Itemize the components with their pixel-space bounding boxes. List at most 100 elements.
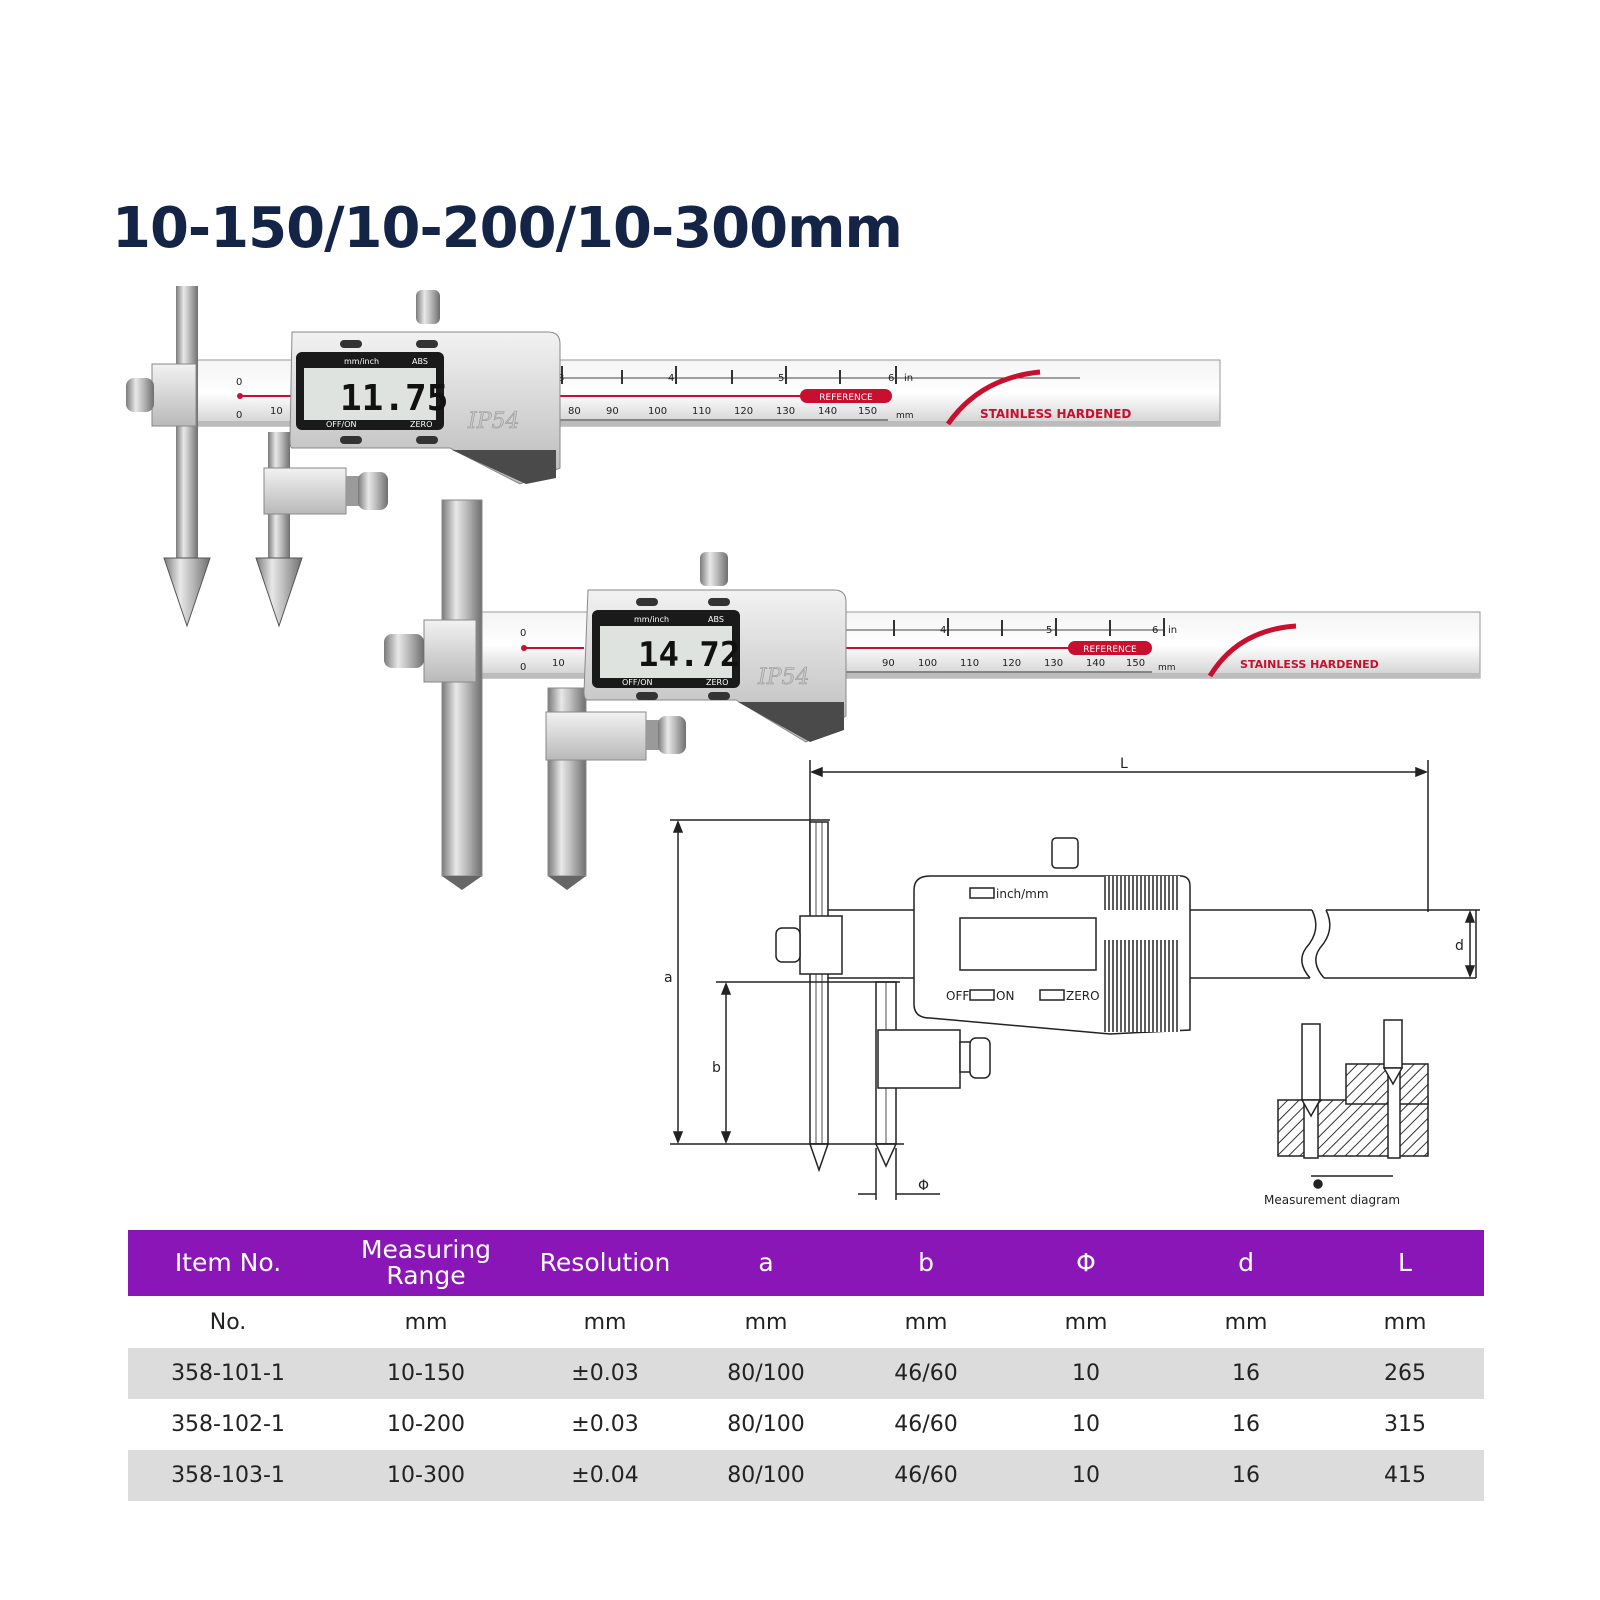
table-cell: 16 <box>1232 1412 1260 1437</box>
lcd-zero-label: ZERO <box>410 420 432 429</box>
col-header-b: b <box>846 1230 1006 1296</box>
svg-text:0: 0 <box>520 662 526 673</box>
svg-text:110: 110 <box>960 658 979 669</box>
lcd-offon-label: OFF/ON <box>622 678 652 687</box>
table-cell: 80/100 <box>727 1412 805 1437</box>
lcd-offon-label: OFF/ON <box>326 420 356 429</box>
ip54-label: IP54 <box>467 409 520 434</box>
measurement-caption: Measurement diagram <box>1264 1193 1400 1207</box>
table-cell: ±0.03 <box>524 1348 686 1399</box>
inch-unit-label: in <box>904 373 913 384</box>
table-cell: mm <box>904 1309 948 1335</box>
mm-unit-label: mm <box>1158 663 1176 673</box>
table-cell: mm <box>404 1309 448 1335</box>
svg-text:120: 120 <box>734 406 753 417</box>
svg-text:110: 110 <box>692 406 711 417</box>
table-cell: 10-200 <box>387 1412 465 1437</box>
lcd-zero-label: ZERO <box>706 678 728 687</box>
svg-text:0: 0 <box>520 628 526 639</box>
svg-text:130: 130 <box>1044 658 1063 669</box>
dim-label-l: L <box>1120 756 1128 772</box>
stainless-hardened-label: STAINLESS HARDENED <box>1240 658 1379 671</box>
table-cell: mm <box>583 1309 627 1335</box>
lcd-mode-label: mm/inch <box>344 357 379 366</box>
dim-label-b: b <box>712 1060 721 1076</box>
svg-text:5: 5 <box>1046 625 1052 636</box>
table-row: 358-103-1 10-300 ±0.04 80/100 46/60 10 1… <box>128 1450 1484 1501</box>
caliper-top: 3 4 5 6 in REFERENCE 80 90 100 110 120 1… <box>126 286 1221 628</box>
table-cell: 80/100 <box>686 1450 846 1501</box>
table-cell: mm <box>1383 1309 1427 1335</box>
dim-label-a: a <box>664 970 673 986</box>
page-title: 10-150/10-200/10-300mm <box>112 196 903 261</box>
table-cell: 80/100 <box>686 1348 846 1399</box>
col-header-l: L <box>1326 1230 1484 1296</box>
table-row: 358-101-1 10-150 ±0.03 80/100 46/60 10 1… <box>128 1348 1484 1399</box>
lcd-mode-label: mm/inch <box>634 615 669 624</box>
table-cell: 10-150 <box>328 1348 524 1399</box>
svg-text:90: 90 <box>882 658 895 669</box>
svg-text:10: 10 <box>270 406 283 417</box>
table-cell: 46/60 <box>846 1450 1006 1501</box>
lcd-reading: 14.72 <box>638 635 740 675</box>
diagram-zero-label: ZERO <box>1066 989 1100 1003</box>
inch-scale: 3 4 5 6 in <box>558 366 1080 384</box>
svg-text:130: 130 <box>776 406 795 417</box>
table-cell: 46/60 <box>846 1348 1006 1399</box>
svg-text:90: 90 <box>606 406 619 417</box>
table-cell: 16 <box>1166 1450 1326 1501</box>
col-header-a: a <box>686 1230 846 1296</box>
stainless-hardened-label: STAINLESS HARDENED <box>980 407 1131 421</box>
table-cell: 10 <box>1072 1412 1100 1437</box>
svg-text:0: 0 <box>236 377 242 388</box>
svg-text:6: 6 <box>888 373 894 384</box>
table-cell: mm <box>1064 1309 1108 1335</box>
svg-text:4: 4 <box>940 625 946 636</box>
svg-text:80: 80 <box>568 406 581 417</box>
table-cell: 315 <box>1384 1412 1426 1437</box>
table-cell: ±0.04 <box>524 1450 686 1501</box>
table-cell: ±0.03 <box>571 1412 639 1437</box>
mm-scale: 80 90 100 110 120 130 140 150 mm <box>560 406 914 421</box>
col-header-item-no: Item No. <box>128 1230 328 1296</box>
table-cell: 358-103-1 <box>128 1450 328 1501</box>
svg-text:140: 140 <box>1086 658 1105 669</box>
col-header-measuring-range: Measuring Range <box>328 1230 524 1296</box>
table-cell: mm <box>744 1309 788 1335</box>
diagram-on-label: ON <box>996 989 1014 1003</box>
table-row: 358-102-1 10-200 ±0.03 80/100 46/60 10 1… <box>128 1399 1484 1450</box>
table-cell: 265 <box>1326 1348 1484 1399</box>
mm-unit-label: mm <box>896 411 914 421</box>
diagram-off-label: OFF <box>946 989 969 1003</box>
svg-text:140: 140 <box>818 406 837 417</box>
diagram-inchmm-label: inch/mm <box>996 887 1049 901</box>
table-cell: No. <box>209 1309 247 1335</box>
table-cell: 358-102-1 <box>171 1412 285 1437</box>
dim-label-phi: Φ <box>918 1178 929 1194</box>
table-cell: 10 <box>1006 1348 1166 1399</box>
table-header-row: Item No. Measuring Range Resolution a b … <box>128 1230 1484 1296</box>
svg-text:3: 3 <box>558 373 564 384</box>
lcd-abs-label: ABS <box>708 615 724 624</box>
col-header-d: d <box>1166 1230 1326 1296</box>
inch-scale: 4 5 6 in <box>846 618 1177 636</box>
table-cell: 358-101-1 <box>128 1348 328 1399</box>
spec-table: Item No. Measuring Range Resolution a b … <box>128 1230 1484 1501</box>
ip54-label: IP54 <box>757 665 810 690</box>
table-cell: 16 <box>1166 1348 1326 1399</box>
inch-unit-label: in <box>1168 625 1177 636</box>
col-header-resolution: Resolution <box>524 1230 686 1296</box>
table-cell: mm <box>1224 1309 1268 1335</box>
svg-text:120: 120 <box>1002 658 1021 669</box>
svg-text:100: 100 <box>648 406 667 417</box>
col-header-phi: Φ <box>1006 1230 1166 1296</box>
mm-scale: 90 100 110 120 130 140 150 mm <box>846 658 1176 673</box>
table-cell: 415 <box>1326 1450 1484 1501</box>
reference-label: REFERENCE <box>819 393 873 403</box>
svg-text:10: 10 <box>552 658 565 669</box>
table-cell: 10 <box>1006 1450 1166 1501</box>
caliper-bottom: 4 5 6 in REFERENCE 90 100 110 120 130 14… <box>384 499 1481 890</box>
table-cell: 10-300 <box>328 1450 524 1501</box>
svg-text:150: 150 <box>1126 658 1145 669</box>
